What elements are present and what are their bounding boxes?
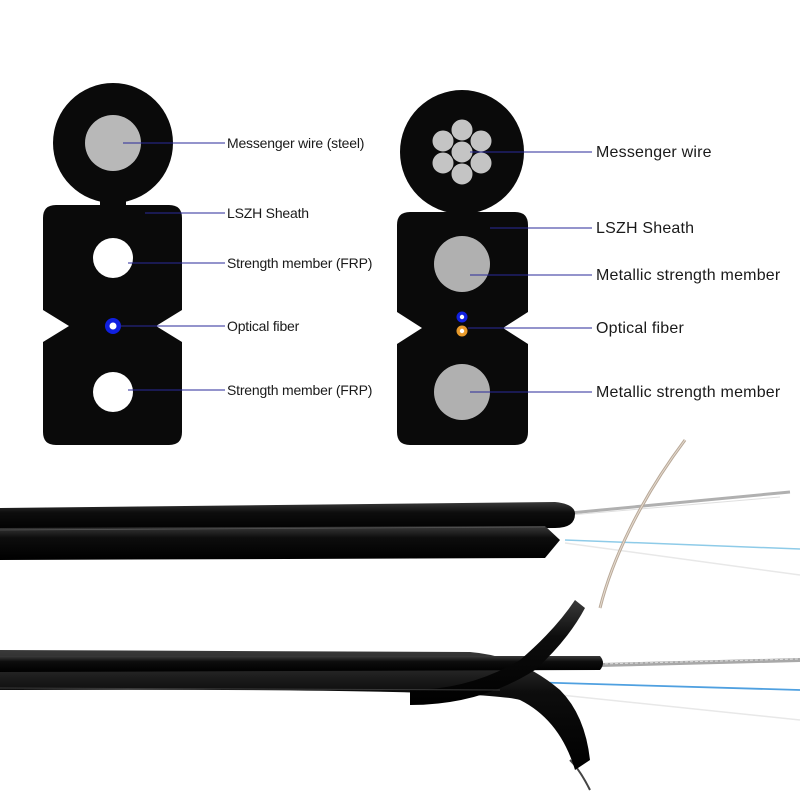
right-stranded-wires — [431, 118, 493, 186]
right-label-strength-top: Metallic strength member — [596, 267, 781, 284]
right-fiber-blue-core — [459, 314, 465, 320]
right-metallic-core-bottom — [434, 364, 490, 420]
left-label-strength-bottom: Strength member (FRP) — [227, 382, 373, 398]
left-fiber-core — [109, 322, 117, 330]
upper-steel-wire — [569, 490, 791, 515]
cable-photo-upper — [0, 439, 800, 609]
left-label-sheath: LSZH Sheath — [227, 205, 309, 221]
left-label-strength-top: Strength member (FRP) — [227, 255, 373, 271]
upper-fiber-white — [564, 542, 800, 576]
left-strength-core-bottom — [93, 372, 133, 412]
right-label-sheath: LSZH Sheath — [596, 220, 695, 237]
upper-main-jacket — [0, 526, 560, 560]
left-messenger-core — [85, 115, 141, 171]
left-label-messenger: Messenger wire (steel) — [227, 135, 365, 151]
cable-photo-lower — [0, 600, 800, 791]
upper-loose-wire — [598, 439, 687, 609]
lower-main-jacket — [0, 650, 590, 770]
right-label-messenger: Messenger wire — [596, 144, 712, 161]
left-label-fiber: Optical fiber — [227, 318, 300, 334]
right-cross-section — [397, 90, 592, 445]
lower-steel-strand — [599, 658, 800, 667]
right-metallic-core-top — [434, 236, 490, 292]
right-label-fiber: Optical fiber — [596, 320, 684, 337]
upper-messenger-jacket — [0, 502, 575, 532]
left-strength-core-top — [93, 238, 133, 278]
upper-fiber-blue — [564, 539, 800, 550]
left-cross-section — [43, 83, 225, 445]
upper-steel-wire-highlight — [569, 496, 781, 516]
lower-curled-strip — [410, 600, 585, 705]
right-fiber-orange-core — [459, 328, 465, 334]
lower-messenger-jacket — [0, 656, 603, 672]
right-label-strength-bottom: Metallic strength member — [596, 384, 781, 401]
